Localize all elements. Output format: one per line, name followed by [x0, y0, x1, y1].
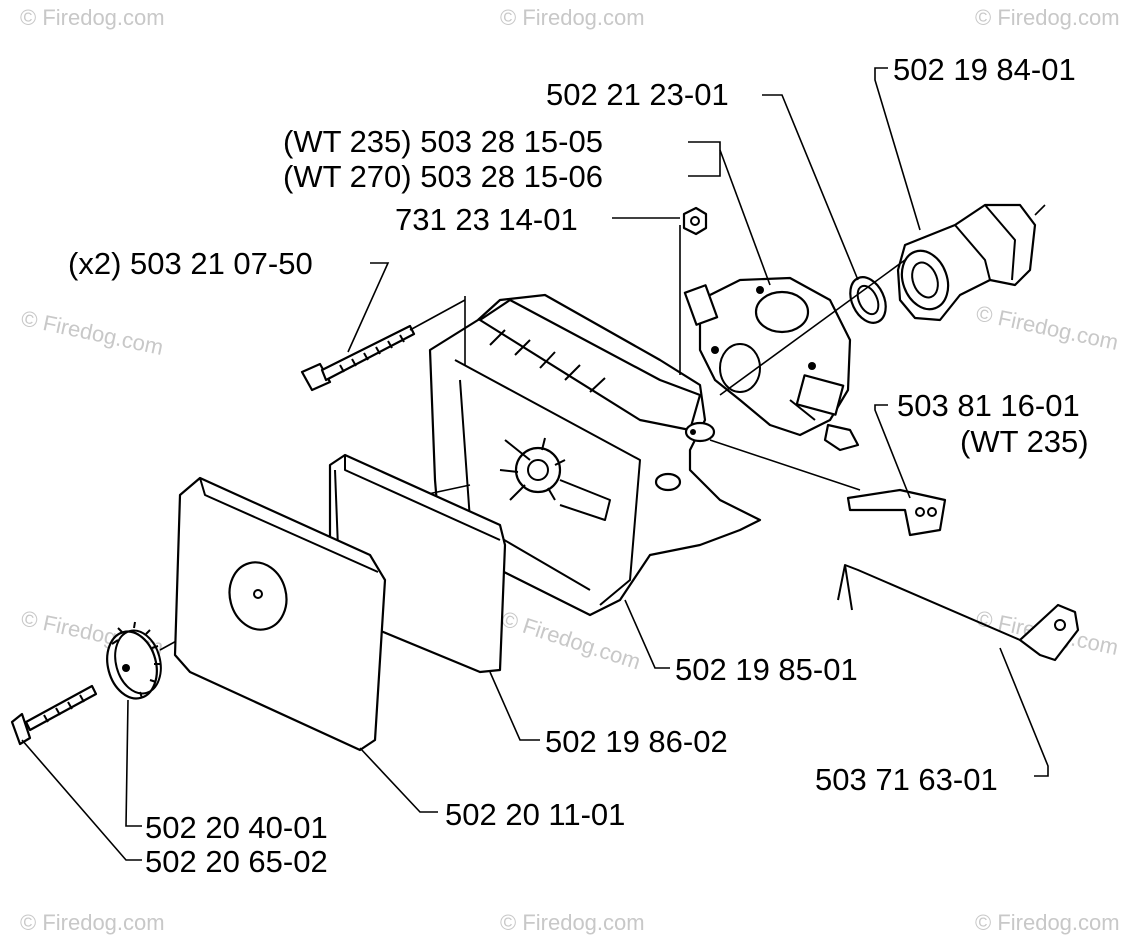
- callout-503-71-63-01: 503 71 63-01: [815, 762, 998, 797]
- callout-502-20-65-02: 502 20 65-02: [145, 844, 328, 879]
- carburetor-part: [683, 276, 860, 452]
- intake-elbow-part: [896, 203, 1046, 322]
- nut-part: [682, 206, 708, 236]
- callout-wt270-503-28-15-06: (WT 270) 503 28 15-06: [283, 159, 603, 194]
- callout-731-23-14-01: 731 23 14-01: [395, 202, 578, 237]
- long-screw-part: [300, 324, 416, 392]
- watermark: © Firedog.com: [975, 5, 1120, 30]
- callout-503-81-16-01: 503 81 16-01: [897, 388, 1080, 423]
- callout-502-21-23-01: 502 21 23-01: [546, 77, 729, 112]
- callout-wt235-note: (WT 235): [960, 424, 1089, 459]
- callout-wt235-503-28-15-05: (WT 235) 503 28 15-05: [283, 124, 603, 159]
- knob-part: [106, 621, 162, 700]
- filter-cover-part: [173, 476, 387, 752]
- callout-502-20-40-01: 502 20 40-01: [145, 810, 328, 845]
- callout-502-19-85-01: 502 19 85-01: [675, 652, 858, 687]
- watermark: © Firedog.com: [974, 300, 1121, 355]
- watermark: © Firedog.com: [20, 5, 165, 30]
- watermark: © Firedog.com: [500, 5, 645, 30]
- gasket-ring-part: [849, 276, 887, 324]
- callout-x2-503-21-07-50: (x2) 503 21 07-50: [68, 246, 313, 281]
- watermark: © Firedog.com: [498, 606, 643, 674]
- part-number-labels: 502 19 84-01 502 21 23-01 (WT 235) 503 2…: [68, 52, 1089, 879]
- filter-holder-part: [428, 293, 762, 617]
- leader-lines: [21, 67, 1049, 861]
- watermark: © Firedog.com: [19, 305, 166, 360]
- callout-502-19-84-01: 502 19 84-01: [893, 52, 1076, 87]
- watermark: © Firedog.com: [500, 910, 645, 935]
- callout-502-20-11-01: 502 20 11-01: [445, 797, 625, 832]
- callout-502-19-86-02: 502 19 86-02: [545, 724, 728, 759]
- bracket-plate-part: [846, 488, 947, 537]
- short-screw-part: [10, 684, 98, 746]
- watermark: © Firedog.com: [20, 910, 165, 935]
- throttle-rod-part: [837, 564, 1080, 662]
- watermark: © Firedog.com: [975, 910, 1120, 935]
